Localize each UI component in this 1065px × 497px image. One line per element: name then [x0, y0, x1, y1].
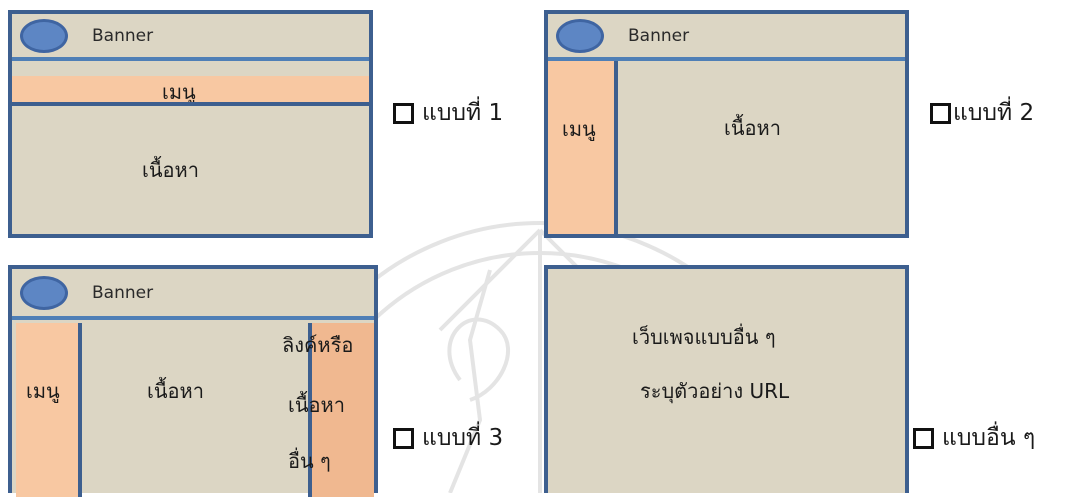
option-3-checkbox[interactable]	[393, 427, 414, 449]
option-1-label: แบบที่ 1	[422, 100, 504, 126]
menu-label: เมนู	[26, 379, 60, 403]
option-2-label: แบบที่ 2	[953, 100, 1035, 126]
banner-area: Banner	[12, 14, 369, 61]
option-other[interactable]: แบบอื่น ๆ	[913, 420, 1035, 456]
option-3[interactable]: แบบที่ 3	[393, 420, 503, 456]
banner-area: Banner	[12, 269, 374, 320]
logo-icon	[20, 19, 68, 53]
content-label: เนื้อหา	[142, 158, 199, 182]
banner-label: Banner	[628, 26, 690, 46]
option-3-label: แบบที่ 3	[422, 425, 504, 451]
menu-area: เมนู	[548, 61, 618, 234]
option-1-checkbox[interactable]	[393, 102, 414, 124]
option-2[interactable]: แบบที่ 2	[930, 95, 1034, 131]
banner-label: Banner	[92, 283, 154, 303]
layout-1-diagram: Banner เมนู เนื้อหา	[8, 10, 373, 238]
other-label-line2: ระบุตัวอย่าง URL	[640, 379, 790, 403]
links-area	[308, 323, 374, 497]
logo-icon	[20, 276, 68, 310]
menu-area: เมนู	[12, 72, 369, 104]
content-label: เนื้อหา	[147, 379, 204, 403]
other-layout-diagram: เว็บเพจแบบอื่น ๆ ระบุตัวอย่าง URL	[544, 265, 909, 493]
option-other-label: แบบอื่น ๆ	[942, 425, 1036, 451]
links-label-line3: อื่น ๆ	[288, 449, 331, 473]
option-other-checkbox[interactable]	[913, 427, 934, 449]
logo-icon	[556, 19, 604, 53]
banner-area: Banner	[548, 14, 905, 61]
banner-label: Banner	[92, 26, 154, 46]
content-label: เนื้อหา	[724, 116, 781, 140]
links-label-line2: เนื้อหา	[288, 393, 345, 417]
option-2-checkbox[interactable]	[930, 102, 951, 124]
layout-2-diagram: Banner เมนู เนื้อหา	[544, 10, 909, 238]
menu-area: เมนู	[16, 323, 82, 497]
links-label-line1: ลิงค์หรือ	[282, 333, 354, 357]
layout-3-diagram: Banner เมนู เนื้อหา ลิงค์หรือ เนื้อหา อื…	[8, 265, 378, 497]
menu-label: เมนู	[562, 117, 596, 141]
option-1[interactable]: แบบที่ 1	[393, 95, 503, 131]
menu-label: เมนู	[162, 80, 196, 104]
other-label-line1: เว็บเพจแบบอื่น ๆ	[632, 325, 776, 349]
content-area: เนื้อหา	[12, 102, 369, 238]
